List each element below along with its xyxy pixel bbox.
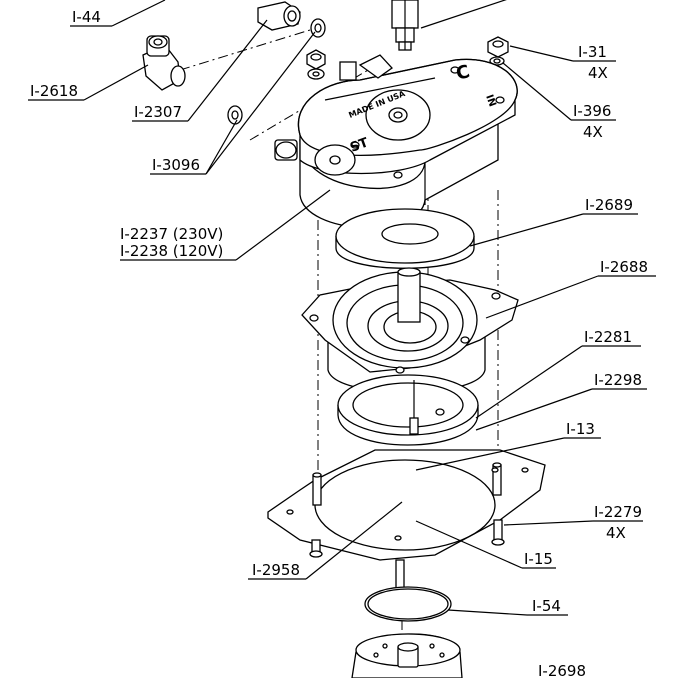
leader-lines <box>28 0 656 616</box>
nut-left <box>306 49 326 80</box>
pump-head-i2688 <box>301 267 519 394</box>
disc-i2689 <box>335 208 475 269</box>
label-i2281: I-2281 <box>584 328 632 346</box>
label-i31-qty: 4X <box>588 64 608 82</box>
label-i2689: I-2689 <box>585 196 633 214</box>
label-i3096: I-3096 <box>152 156 200 174</box>
diaphragm-i2281 <box>337 374 479 446</box>
elbow-fitting-i2618 <box>142 35 186 91</box>
label-i54: I-54 <box>532 597 561 615</box>
top-probe <box>391 0 419 51</box>
label-i2238: I-2238 (120V) <box>120 242 223 260</box>
label-i2688: I-2688 <box>600 258 648 276</box>
base-plate <box>267 449 546 561</box>
label-i2279-qty: 4X <box>606 524 626 542</box>
label-i2618: I-2618 <box>30 82 78 100</box>
nut-i31 <box>487 36 509 66</box>
label-i2279: I-2279 <box>594 503 642 521</box>
washer-i3096-lower <box>227 105 243 125</box>
label-i31: I-31 <box>578 43 607 61</box>
motor-housing <box>274 54 518 229</box>
mark-c: C <box>454 61 472 85</box>
label-i44: I-44 <box>72 8 101 26</box>
label-i2298: I-2298 <box>594 371 642 389</box>
label-i396: I-396 <box>573 102 611 120</box>
label-i2237: I-2237 (230V) <box>120 225 223 243</box>
label-i396-qty: 4X <box>583 123 603 141</box>
label-i2307: I-2307 <box>134 103 182 121</box>
fitting-i2307 <box>257 1 301 31</box>
mark-in: IN <box>483 93 497 108</box>
label-i15: I-15 <box>524 550 553 568</box>
mark-st: ST <box>348 135 370 155</box>
label-i13: I-13 <box>566 420 595 438</box>
label-i2698: I-2698 <box>538 662 586 678</box>
label-i2958: I-2958 <box>252 561 300 579</box>
bottom-cap-i2698 <box>351 633 463 678</box>
callout-labels: I-44 I-2618 I-2307 I-3096 I-31 4X I-396 … <box>30 8 648 678</box>
o-ring-i54 <box>364 586 452 622</box>
